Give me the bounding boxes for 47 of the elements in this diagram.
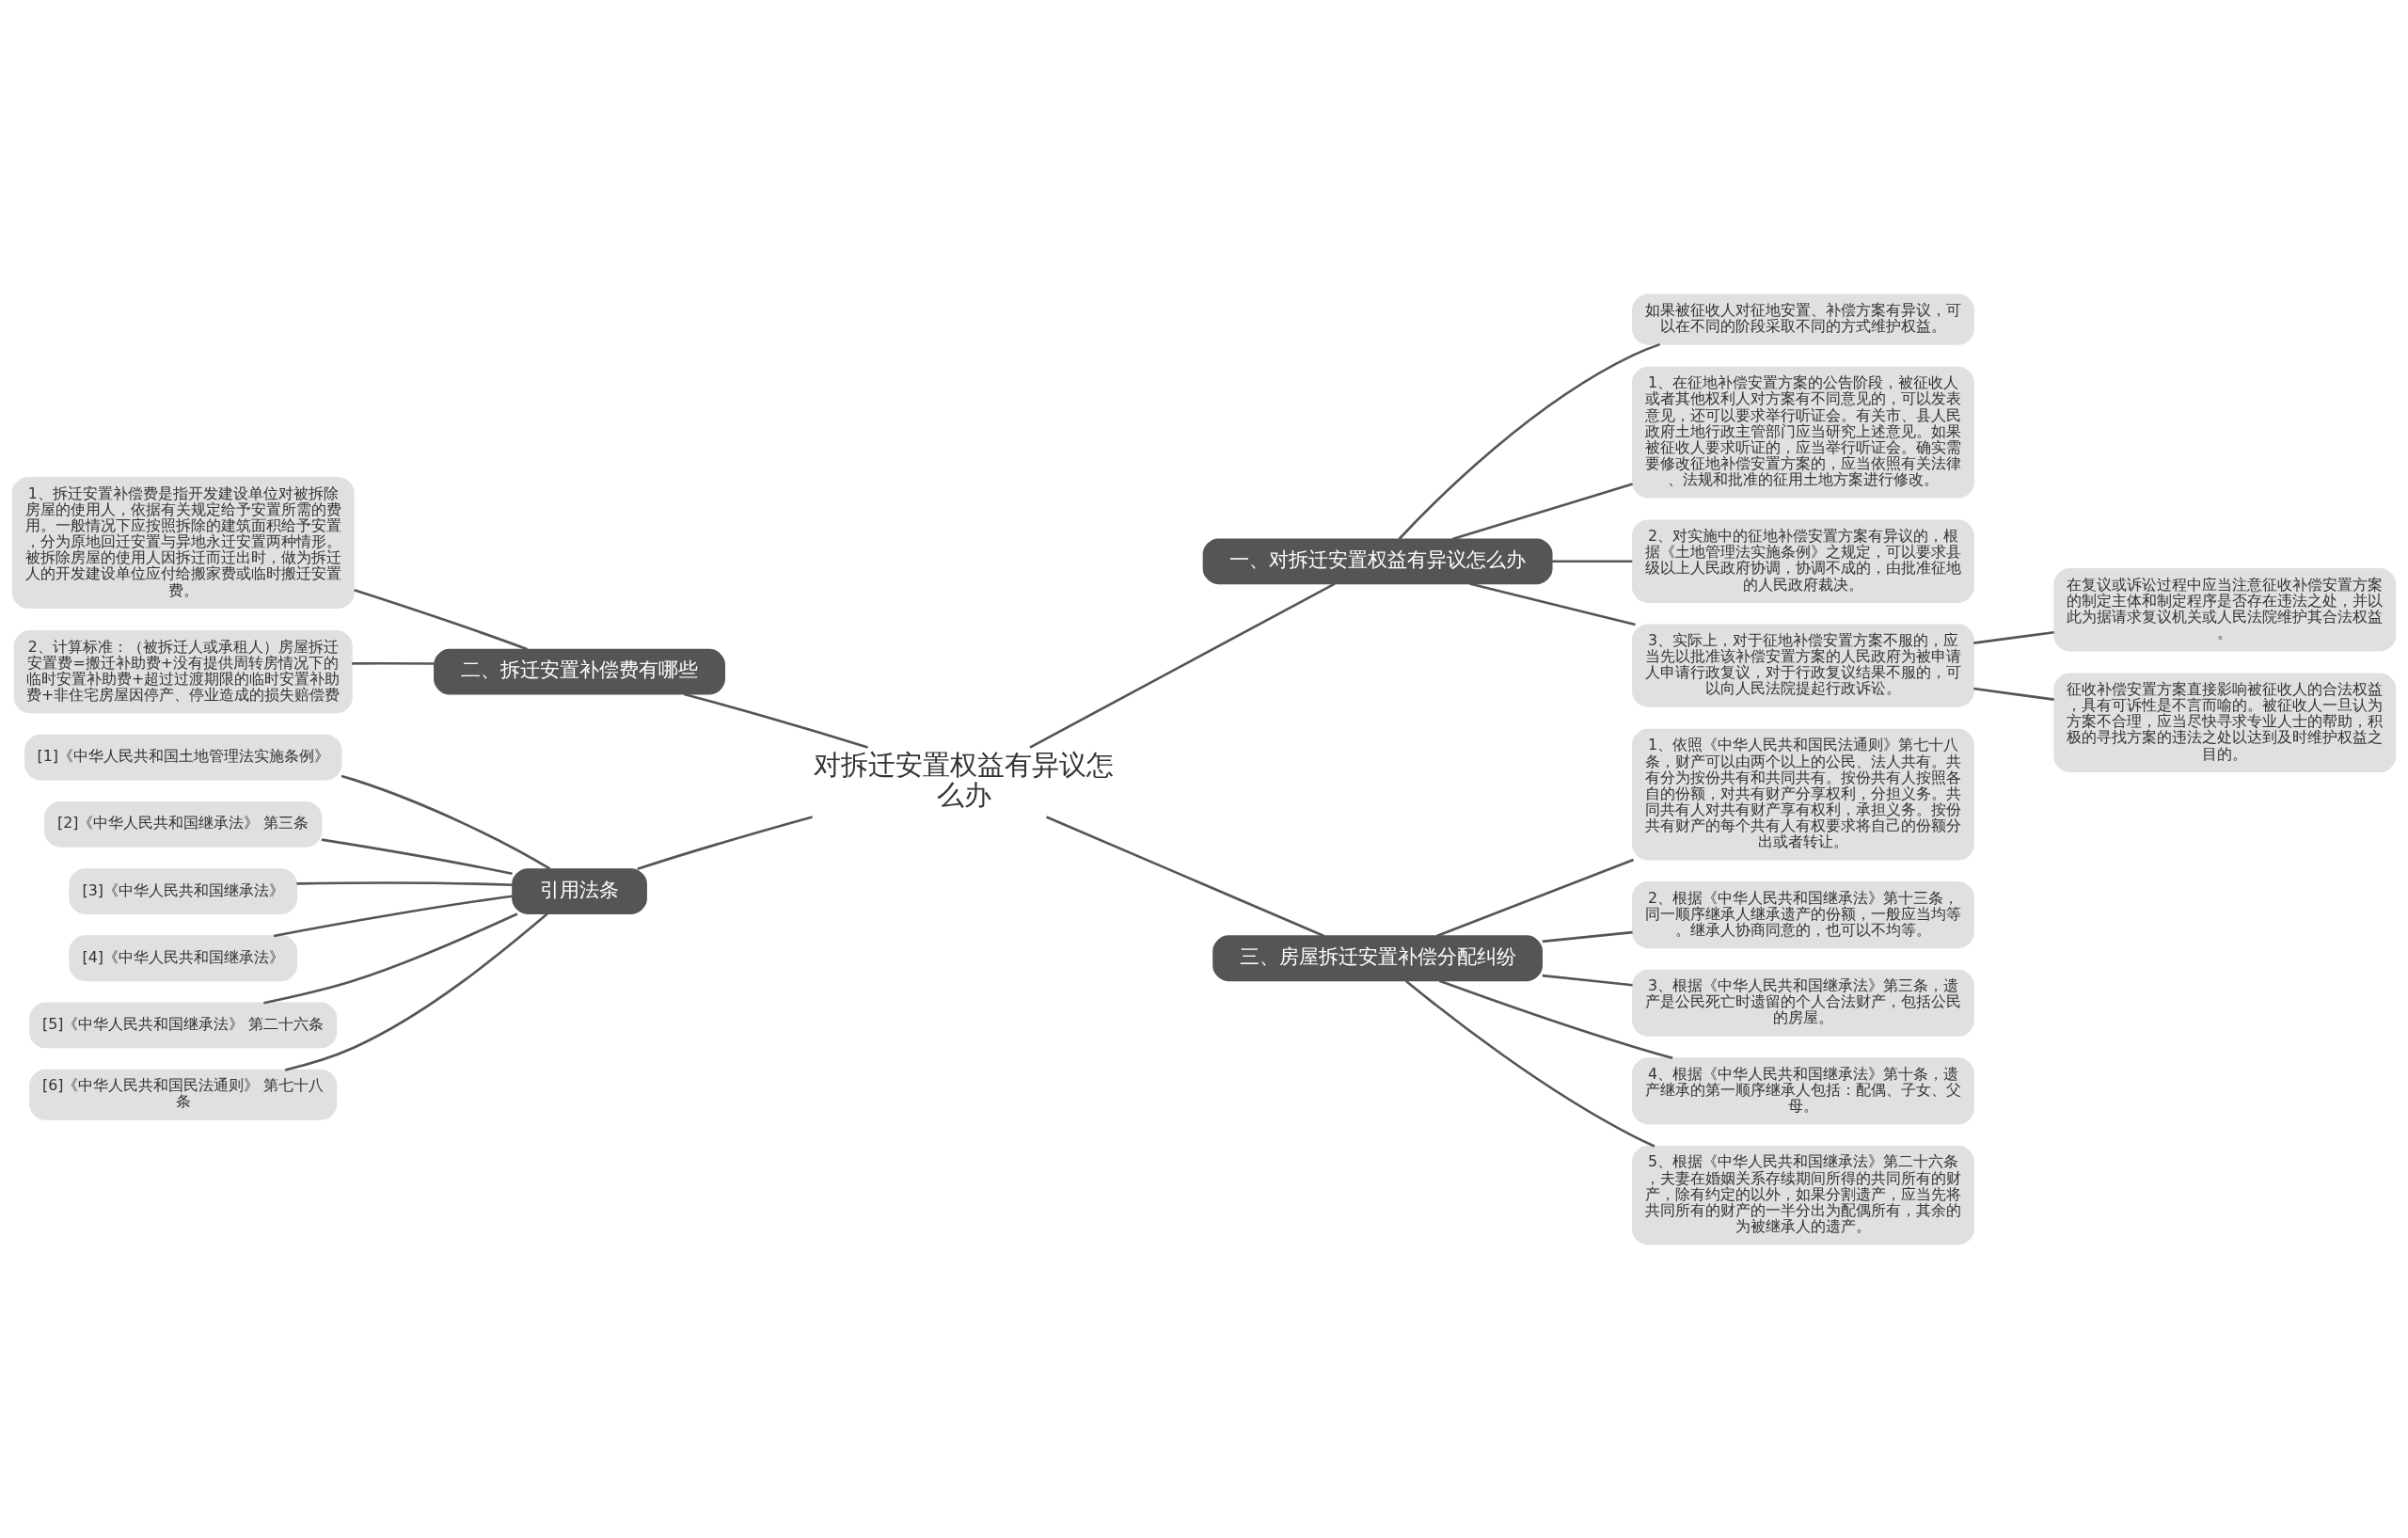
connector xyxy=(321,837,513,875)
node-box: 3、根据《中华人民共和国继承法》第三条，遗产是公民死亡时遗留的个人合法财产，包括公民的房屋。 xyxy=(1631,969,1974,1037)
connector xyxy=(1404,979,1656,1148)
connector xyxy=(637,815,813,870)
connector xyxy=(1398,342,1660,540)
node-box: [4]《中华人民共和国继承法》 xyxy=(69,934,298,981)
node-box: [5]《中华人民共和国继承法》 第二十六条 xyxy=(29,1002,338,1048)
node-box: 二、拆迁安置补偿费有哪些 xyxy=(434,648,725,695)
node-box: 三、房屋拆迁安置补偿分配纠纷 xyxy=(1212,934,1543,981)
node-box: 一、对拆迁安置权益有异议怎么办 xyxy=(1202,537,1553,584)
node-box: 2、根据《中华人民共和国继承法》第十三条，同一顺序继承人继承遗产的份额，一般应当均等。继承人协商同意的，也可以不均等。 xyxy=(1631,880,1974,948)
node-box: 1、拆迁安置补偿费是指开发建设单位对被拆除房屋的使用人，依据有关规定给予安置所需的费用。一般情况下应按照拆除的建筑面积给予安置，分为原地回迁安置与异地永迁安置两种情形。被拆除房屋的使用人因拆迁而迁出时，做为拆迁人的开发建设单位应付给搬家费或临时搬迁安置费。 xyxy=(11,476,355,609)
connector xyxy=(1438,978,1673,1059)
connector xyxy=(352,661,435,665)
connector xyxy=(1469,581,1636,626)
connector xyxy=(1046,815,1325,937)
node-box: 1、依照《中华人民共和国民法通则》第七十八条，财产可以由两个以上的公民、法人共有。共有分为按份共有和共同共有。按份共有人按照各自的份额，对共有财产分享权利，分担义务。共同共有人对共有财产享有权利，承担义务。按份共有财产的每个共有人有权要求将自己的份额分出或者转让。 xyxy=(1631,728,1974,861)
node-box: 征收补偿安置方案直接影响被征收人的合法权益，具有可诉性是不言而喻的。被征收人一旦认为方案不合理，应当尽快寻求专业人士的帮助，积极的寻找方案的违法之处以达到及时维护权益之目的。 xyxy=(2053,672,2397,772)
connector xyxy=(1552,559,1633,563)
node-box: [6]《中华人民共和国民法通则》 第七十八条 xyxy=(29,1069,338,1120)
node-box: 4、根据《中华人民共和国继承法》第十条，遗产继承的第一顺序继承人包括：配偶、子女、父母。 xyxy=(1631,1056,1974,1124)
node-box: [2]《中华人民共和国继承法》 第三条 xyxy=(44,801,323,848)
connector xyxy=(284,912,548,1071)
node-box: 5、根据《中华人民共和国继承法》第二十六条，夫妻在婚姻关系存续期间所得的共同所有的财产，除有约定的以外，如果分割遗产，应当先将共同所有的财产的一半分出为配偶所有，其余的为被继承人的遗产。 xyxy=(1631,1145,1974,1245)
connector xyxy=(354,588,529,650)
connector xyxy=(1973,687,2054,701)
node-text: 对拆迁安置权益有异议怎么办 xyxy=(814,748,1115,811)
node-box: 2、计算标准：（被拆迁人或承租人）房屋拆迁安置费=搬迁补助费+没有提供周转房情况下的临时安置补助费+超过过渡期限的临时安置补助费+非住宅房屋因停产、停业造成的损失赔偿费 xyxy=(13,629,353,713)
connector xyxy=(1436,858,1634,937)
node-box: 在复议或诉讼过程中应当注意征收补偿安置方案的制定主体和制定程序是否存在违法之处，并以此为据请求复议机关或人民法院维护其合法权益。 xyxy=(2053,567,2397,651)
node-box: 1、在征地补偿安置方案的公告阶段，被征收人或者其他权利人对方案有不同意见的，可以发表意见，还可以要求举行听证会。有关市、县人民政府土地行政主管部门应当研究上述意见。如果被征收人要求听证的，应当举行听证会。确实需要修改征地补偿安置方案的，应当依照有关法律、法规和批准的征用土地方案进行修改。 xyxy=(1631,366,1974,499)
connector xyxy=(1029,582,1336,749)
connector xyxy=(296,880,513,886)
connector xyxy=(273,894,513,937)
node-box: 如果被征收人对征地安置、补偿方案有异议，可以在不同的阶段采取不同的方式维护权益。 xyxy=(1631,293,1974,345)
connector xyxy=(341,774,551,870)
connector xyxy=(1542,930,1633,943)
connector xyxy=(1542,974,1633,987)
node-box: [3]《中华人民共和国继承法》 xyxy=(69,867,298,914)
node-box: 3、实际上，对于征地补偿安置方案不服的，应当先以批准该补偿安置方案的人民政府为被申请人申请行政复议，对于行政复议结果不服的，可以向人民法院提起行政诉讼。 xyxy=(1631,623,1974,707)
connector xyxy=(263,912,518,1004)
connector xyxy=(1973,630,2054,644)
node-box: [1]《中华人民共和国土地管理法实施条例》 xyxy=(24,734,342,781)
connector xyxy=(1451,482,1633,540)
connector xyxy=(683,692,868,749)
node-box: 2、对实施中的征地补偿安置方案有异议的，根据《土地管理法实施条例》之规定，可以要求县级以上人民政府协调，协调不成的，由批准征地的人民政府裁决。 xyxy=(1631,519,1974,603)
node-box: 引用法条 xyxy=(512,867,647,914)
